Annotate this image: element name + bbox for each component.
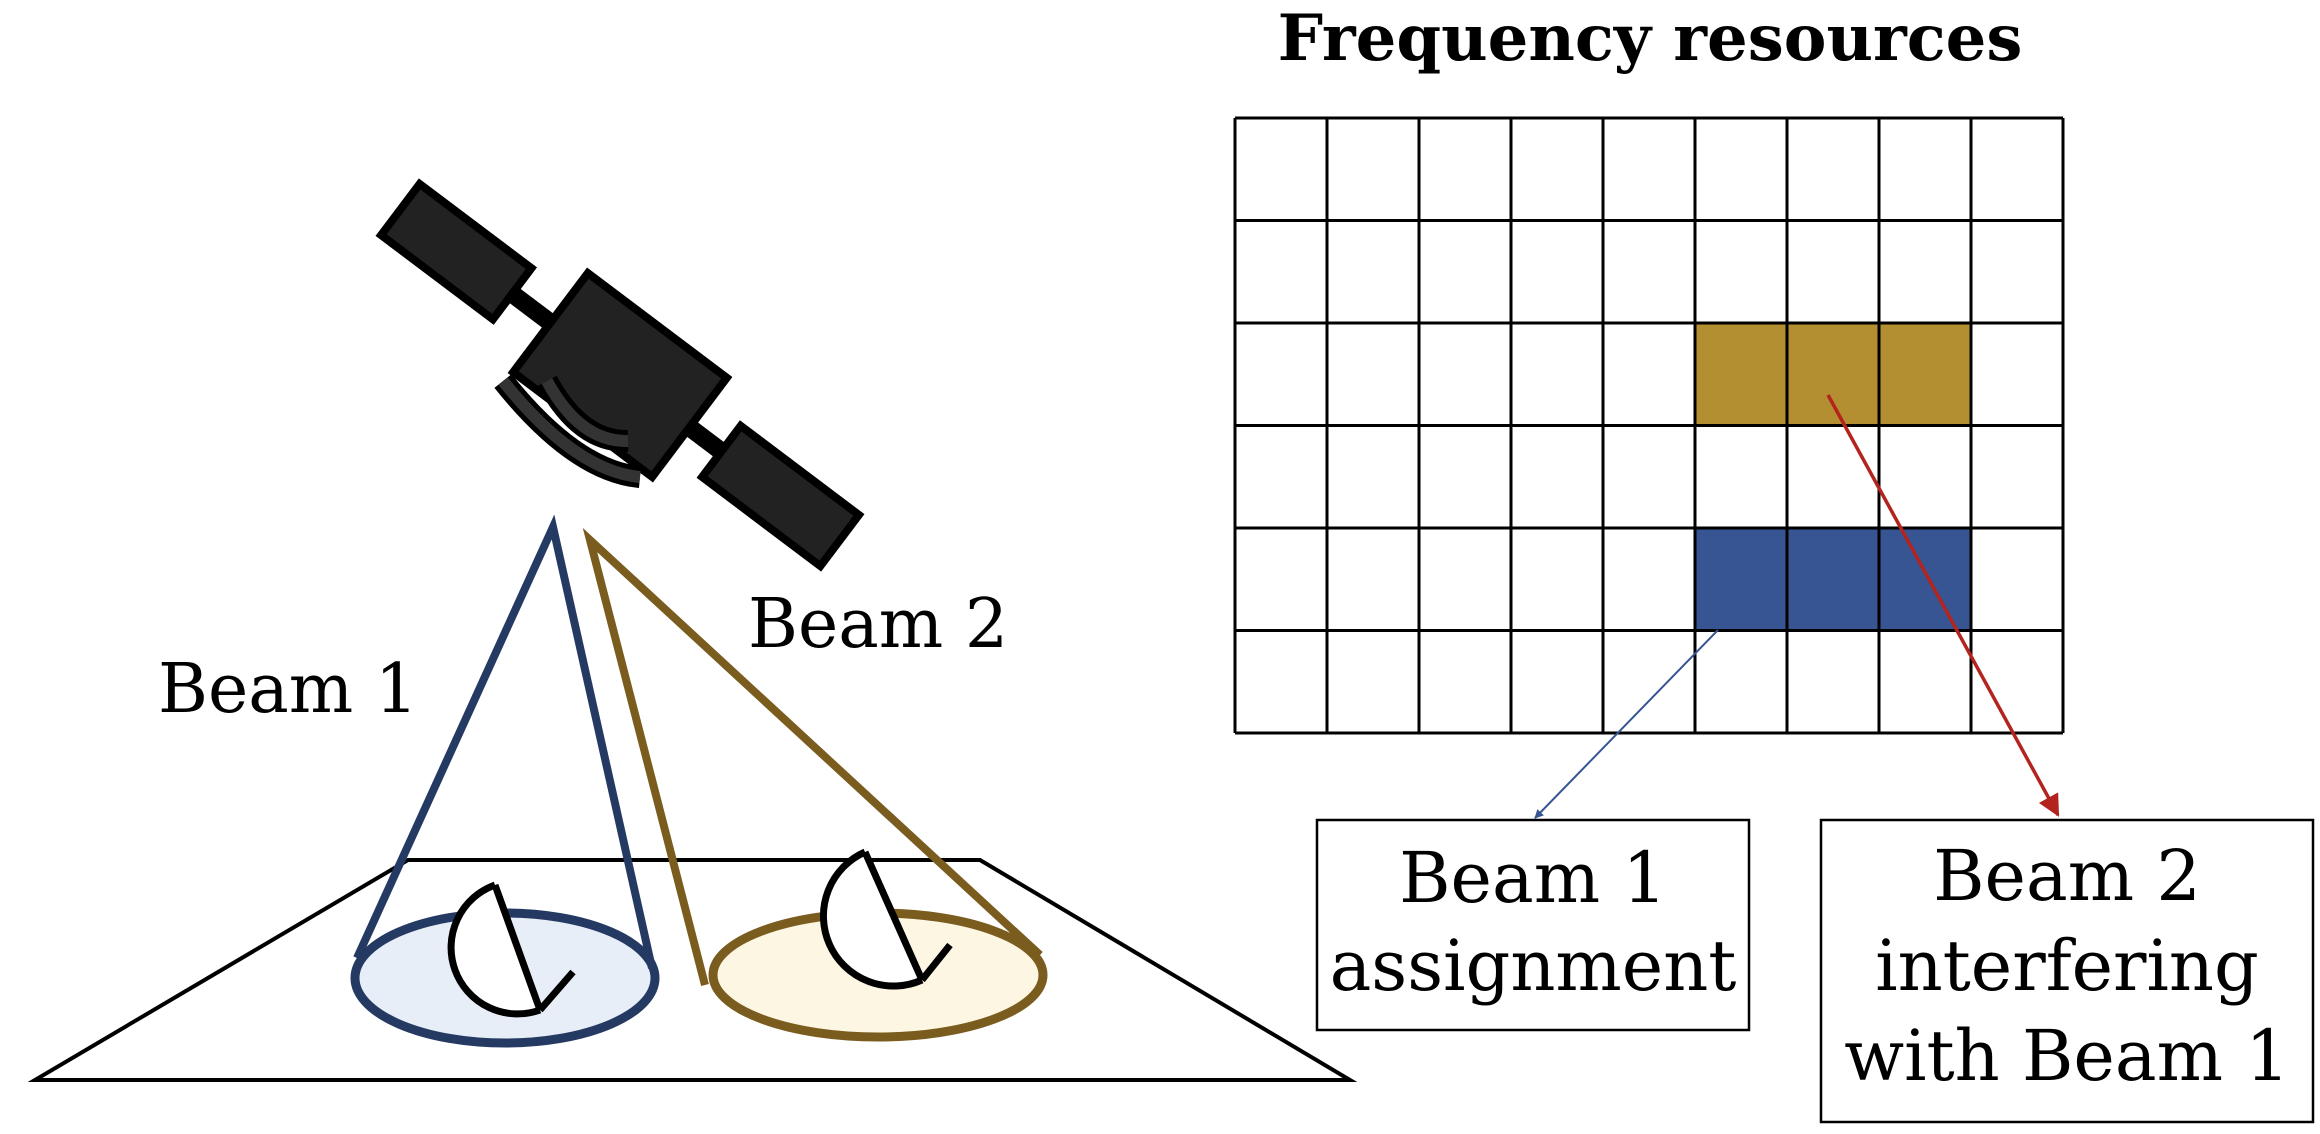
grid-cell [1695, 425, 1787, 528]
beam-2-resource-block [1695, 323, 1787, 426]
grid-cell [1879, 118, 1971, 221]
satellite-dish-icon [819, 848, 953, 990]
grid-cell [1603, 220, 1695, 323]
frequency-resources-title: Frequency resources [1278, 1, 2023, 76]
beam-1-resource-block [1695, 528, 1787, 631]
grid-cell [1787, 118, 1879, 221]
grid-cell [1511, 118, 1603, 221]
box-line: Beam 1 [1399, 837, 1667, 919]
grid-cell [1419, 528, 1511, 631]
beam-1-assignment-box: Beam 1 assignment [1315, 818, 1751, 1032]
grid-cell [1971, 118, 2063, 221]
grid-cell [1235, 220, 1327, 323]
beam-2-resource-block [1787, 323, 1879, 426]
grid-cell [1603, 323, 1695, 426]
grid-cell [1327, 528, 1419, 631]
beam-2-interfering-box: Beam 2 interfering with Beam 1 [1819, 818, 2315, 1124]
ground-plane [27, 858, 1358, 1082]
beam-2-cone [582, 527, 1043, 987]
grid-cell [1603, 630, 1695, 733]
grid-cell [1327, 118, 1419, 221]
frequency-grid [1235, 118, 2063, 733]
grid-cell [1787, 425, 1879, 528]
grid-cell [1971, 425, 2063, 528]
beam-1-assignment-arrow [1534, 629, 1719, 819]
frequency-grid-lines [1233, 116, 2065, 735]
grid-cell [1603, 425, 1695, 528]
grid-cell [1879, 220, 1971, 323]
beam-2-resource-block [1879, 323, 1971, 426]
grid-cell [1603, 118, 1695, 221]
beam-1-resource-block [1879, 528, 1971, 631]
grid-cell [1235, 630, 1327, 733]
beam-1-resource-block [1787, 528, 1879, 631]
grid-cell [1327, 425, 1419, 528]
grid-cell [1879, 630, 1971, 733]
grid-cell [1419, 118, 1511, 221]
grid-cell [1235, 528, 1327, 631]
box-line: with Beam 1 [1844, 1015, 2290, 1097]
satellite-icon [375, 178, 865, 572]
grid-cell [1327, 220, 1419, 323]
grid-cell [1787, 220, 1879, 323]
beam-2-label: Beam 2 [748, 585, 1008, 664]
box-line: assignment [1330, 925, 1737, 1007]
grid-cell [1327, 323, 1419, 426]
grid-cell [1879, 425, 1971, 528]
frequency-allocations [1695, 323, 1971, 631]
beam-1-cone [353, 514, 656, 969]
grid-cell [1695, 118, 1787, 221]
grid-cell [1695, 220, 1787, 323]
box-line: interfering [1875, 925, 2259, 1007]
grid-cell [1235, 323, 1327, 426]
grid-cell [1511, 528, 1603, 631]
grid-cell [1419, 323, 1511, 426]
grid-cell [1235, 425, 1327, 528]
grid-cell [1695, 630, 1787, 733]
grid-cell [1971, 528, 2063, 631]
grid-cell [1511, 220, 1603, 323]
grid-cell [1419, 630, 1511, 733]
grid-cell [1327, 630, 1419, 733]
beam-2-interference-arrow [1826, 394, 2060, 817]
grid-cell [1419, 425, 1511, 528]
grid-cell [1511, 323, 1603, 426]
grid-cell [1419, 220, 1511, 323]
signal-waves-icon [494, 374, 642, 488]
grid-cell [1971, 323, 2063, 426]
satellite-dish-icon [447, 881, 576, 1018]
grid-cell [1511, 425, 1603, 528]
box-line: Beam 2 [1933, 835, 2201, 917]
grid-cell [1971, 220, 2063, 323]
grid-cell [1235, 118, 1327, 221]
grid-cell [1603, 528, 1695, 631]
grid-cell [1787, 630, 1879, 733]
beam-1-label: Beam 1 [158, 650, 418, 729]
grid-cell [1511, 630, 1603, 733]
